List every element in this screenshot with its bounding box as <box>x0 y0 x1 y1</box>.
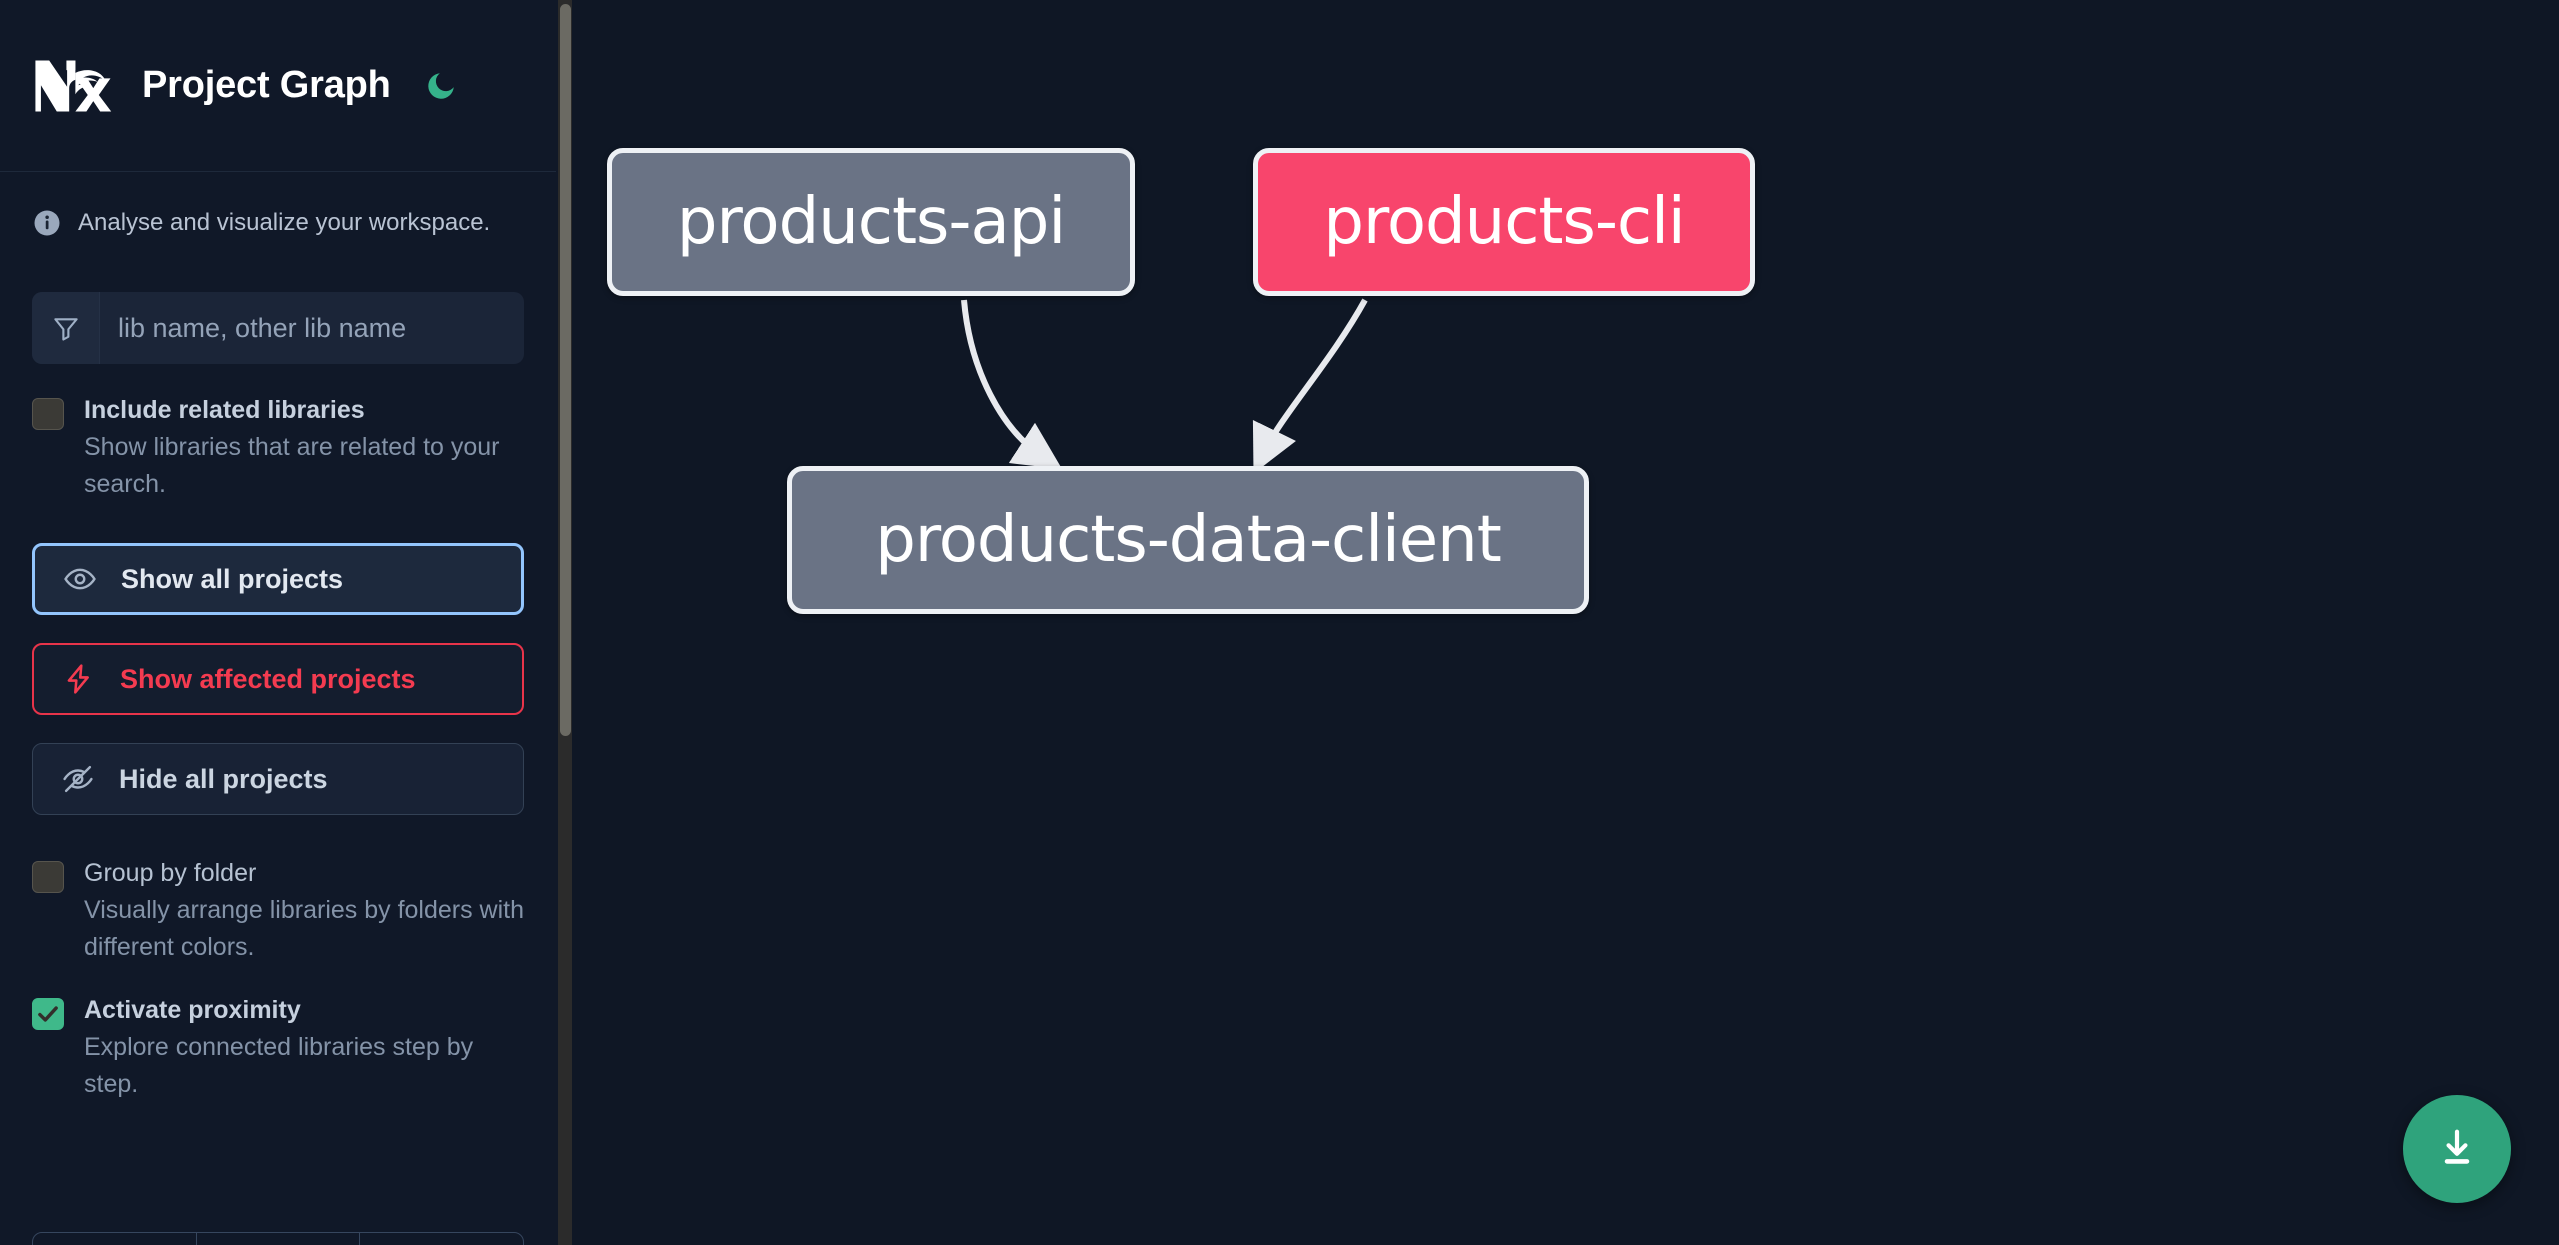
graph-node-label: products-api <box>676 185 1066 259</box>
hide-all-projects-button[interactable]: Hide all projects <box>32 743 524 815</box>
info-circle-icon <box>32 208 62 238</box>
lightning-bolt-icon <box>60 660 98 698</box>
edge-products-api-to-products-data-client <box>961 299 1063 470</box>
nx-logo-icon <box>32 55 116 117</box>
workspace-info-text: Analyse and visualize your workspace. <box>78 209 491 236</box>
workspace-info: Analyse and visualize your workspace. <box>0 172 556 238</box>
graph-canvas[interactable]: products-api products-cli products-data-… <box>572 0 2559 1245</box>
download-icon <box>2434 1125 2480 1174</box>
graph-node-label: products-data-client <box>875 503 1502 577</box>
proximity-segment-1[interactable] <box>33 1233 197 1245</box>
include-related-libraries-label: Include related libraries <box>84 396 365 424</box>
option-group-by-folder[interactable]: Group by folder Visually arrange librari… <box>0 857 556 966</box>
proximity-segmented-control[interactable] <box>32 1232 524 1245</box>
include-related-libraries-description: Show libraries that are related to your … <box>84 433 500 498</box>
activate-proximity-description: Explore connected libraries step by step… <box>84 1033 474 1098</box>
sidebar-content: Project Graph Analyse and visualize yo <box>0 0 556 1245</box>
eye-icon <box>61 560 99 598</box>
show-all-projects-button[interactable]: Show all projects <box>32 543 524 615</box>
search-input[interactable] <box>100 292 524 364</box>
activate-proximity-checkbox[interactable] <box>32 998 64 1030</box>
search-field[interactable] <box>32 292 524 364</box>
project-action-buttons: Show all projects Show affected projects <box>0 543 556 815</box>
group-by-folder-label: Group by folder <box>84 859 257 887</box>
sidebar: Project Graph Analyse and visualize yo <box>0 0 572 1245</box>
page-title: Project Graph <box>142 64 391 106</box>
show-affected-projects-button[interactable]: Show affected projects <box>32 643 524 715</box>
include-related-libraries-checkbox[interactable] <box>32 398 64 430</box>
sidebar-scrollbar-thumb[interactable] <box>560 4 571 736</box>
download-graph-button[interactable] <box>2403 1095 2511 1203</box>
proximity-segment-3[interactable] <box>360 1233 523 1245</box>
eye-slash-icon <box>59 760 97 798</box>
graph-node-products-api[interactable]: products-api <box>607 148 1135 296</box>
filter-funnel-icon <box>32 292 100 364</box>
graph-node-products-data-client[interactable]: products-data-client <box>787 466 1589 614</box>
group-by-folder-checkbox[interactable] <box>32 861 64 893</box>
show-all-projects-label: Show all projects <box>121 563 344 594</box>
moon-icon[interactable] <box>421 66 461 106</box>
edge-products-cli-to-products-data-client <box>1252 298 1368 474</box>
graph-node-products-cli[interactable]: products-cli <box>1253 148 1755 296</box>
show-affected-projects-label: Show affected projects <box>120 663 416 694</box>
sidebar-header: Project Graph <box>0 0 556 172</box>
hide-all-projects-label: Hide all projects <box>119 763 328 794</box>
option-include-related-libraries[interactable]: Include related libraries Show libraries… <box>0 394 556 503</box>
option-activate-proximity[interactable]: Activate proximity Explore connected lib… <box>0 994 556 1103</box>
activate-proximity-label: Activate proximity <box>84 996 301 1024</box>
proximity-segment-2[interactable] <box>197 1233 361 1245</box>
group-by-folder-description: Visually arrange libraries by folders wi… <box>84 896 525 961</box>
graph-node-label: products-cli <box>1323 185 1685 259</box>
